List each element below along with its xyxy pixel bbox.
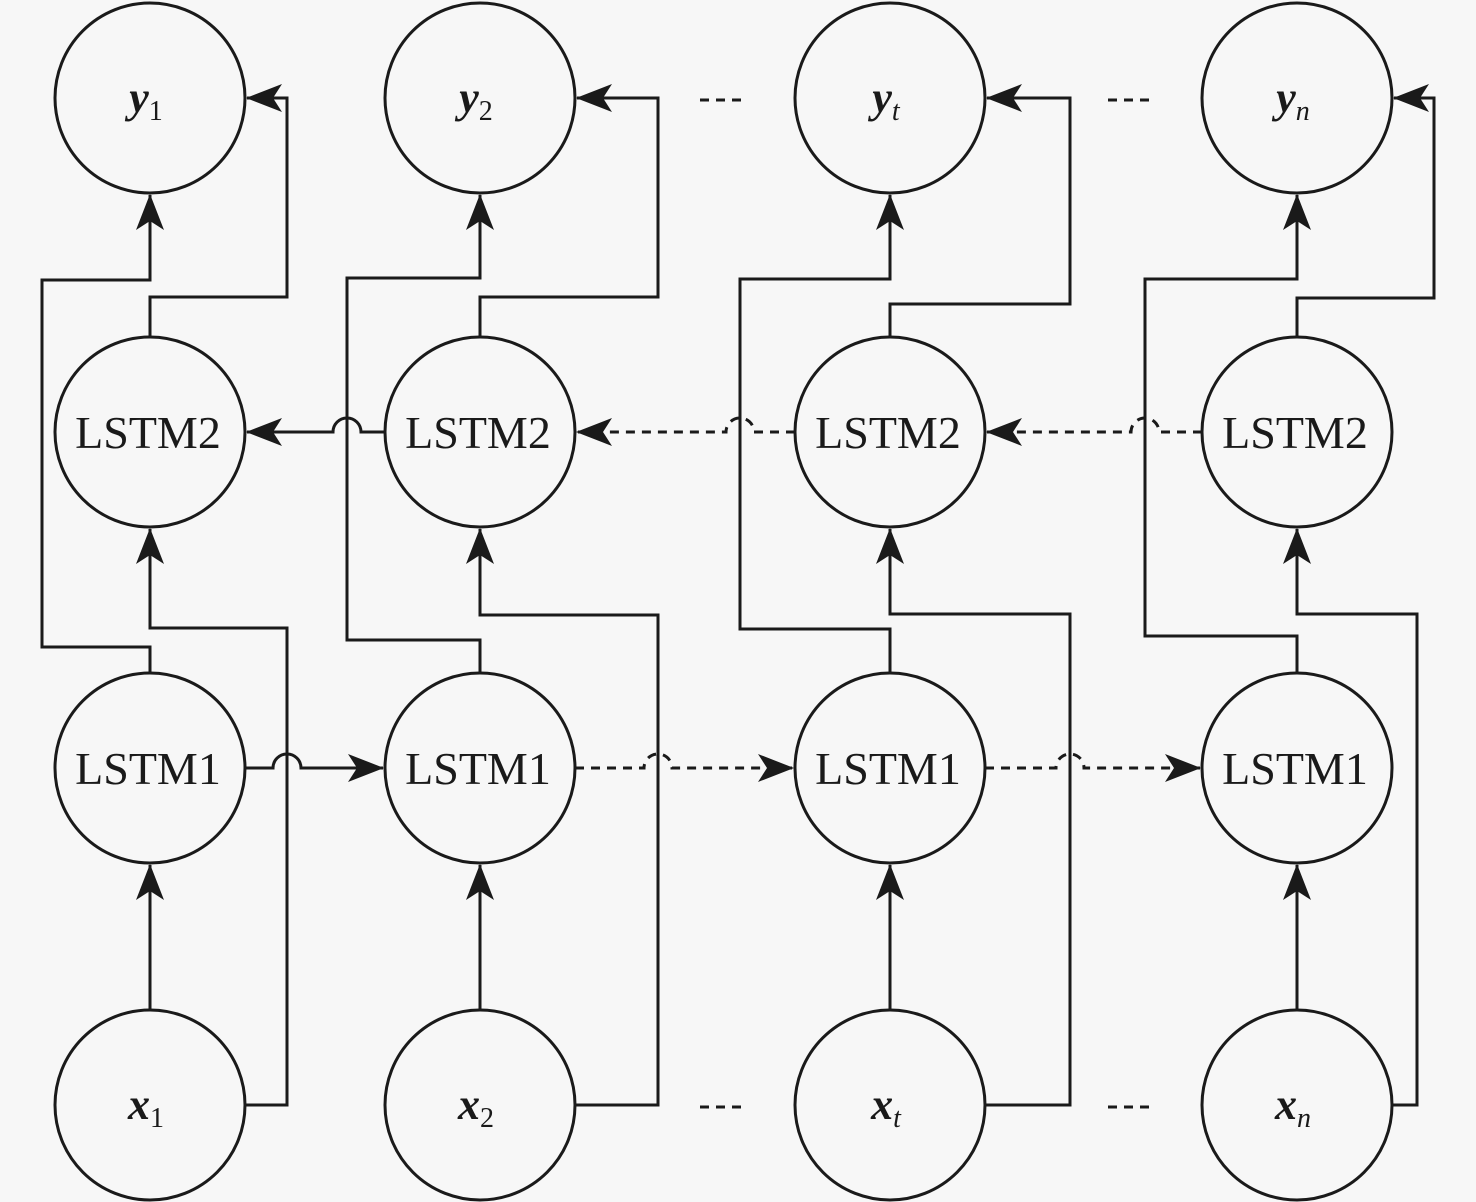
edges — [40, 84, 1436, 1109]
lstm2-node-label: LSTM2 — [1222, 407, 1368, 458]
subscript: 2 — [479, 96, 493, 127]
variable: y — [1271, 73, 1296, 122]
lstm2-node-circle — [53, 335, 247, 529]
arrow-lstm1-to-output — [40, 194, 164, 673]
arrow-lstm2-to-output — [888, 84, 1072, 337]
arrow-lstm1-to-output — [345, 194, 494, 673]
output-node-label: y1 — [124, 73, 163, 127]
arrow-lstm1-forward — [985, 752, 1201, 782]
input-node-label: x2 — [457, 1080, 494, 1134]
lstm1-node-label: LSTM1 — [1222, 743, 1368, 794]
lstm2-node-label: LSTM2 — [405, 407, 551, 458]
arrow-lstm2-to-output — [148, 84, 289, 337]
arrow-lstm2-to-output — [1295, 84, 1436, 337]
lstm1-node-label: LSTM1 — [75, 743, 221, 794]
subscript: 1 — [149, 96, 163, 127]
arrow-lstm1-forward — [245, 752, 384, 782]
lstm1-node-circle — [793, 671, 987, 865]
arrow-lstm2-backward — [986, 416, 1202, 446]
lstm1-node-circle — [1200, 671, 1394, 865]
arrow-input-to-lstm2 — [136, 528, 289, 1107]
arrow-input-to-lstm2 — [876, 528, 1072, 1107]
lstm2-node-label: LSTM2 — [815, 407, 961, 458]
lstm2-node-label: LSTM2 — [75, 407, 221, 458]
arrow-lstm2-backward — [246, 416, 385, 446]
lstm1-node-label: LSTM1 — [405, 743, 551, 794]
variable: y — [454, 73, 479, 122]
variable: x — [1274, 1080, 1297, 1129]
input-node-label: x1 — [127, 1080, 164, 1134]
variable: y — [124, 73, 149, 122]
arrow-input-to-lstm2 — [1283, 528, 1419, 1107]
input-node-circle — [793, 1008, 987, 1202]
arrow-lstm1-to-output — [738, 194, 904, 673]
subscript: t — [893, 1103, 902, 1134]
input-node-circle — [53, 1008, 247, 1202]
subscript: 1 — [150, 1103, 164, 1134]
input-node-circle — [383, 1008, 577, 1202]
output-node-circle — [793, 1, 987, 195]
variable: x — [870, 1080, 893, 1129]
output-node-circle — [383, 1, 577, 195]
output-node-label: yt — [867, 73, 901, 127]
output-node-circle — [1200, 1, 1394, 195]
nodes: y1LSTM2LSTM1x1y2LSTM2LSTM1x2ytLSTM2LSTM1… — [53, 1, 1394, 1202]
lstm2-node-circle — [383, 335, 577, 529]
output-node-label: yn — [1271, 73, 1310, 127]
input-node-label: xt — [870, 1080, 902, 1134]
arrow-lstm1-to-output — [1143, 194, 1311, 673]
variable: x — [457, 1080, 480, 1129]
input-node-circle — [1200, 1008, 1394, 1202]
lstm2-node-circle — [1200, 335, 1394, 529]
output-node-circle — [53, 1, 247, 195]
subscript: n — [1297, 1103, 1311, 1134]
lstm1-node-circle — [53, 671, 247, 865]
subscript: t — [892, 96, 901, 127]
arrow-lstm2-to-output — [478, 84, 660, 337]
arrow-input-to-lstm2 — [466, 528, 660, 1107]
variable: x — [127, 1080, 150, 1129]
arrow-lstm2-backward — [576, 416, 795, 446]
lstm1-node-label: LSTM1 — [815, 743, 961, 794]
subscript: 2 — [480, 1103, 494, 1134]
input-node-label: xn — [1274, 1080, 1311, 1134]
subscript: n — [1296, 96, 1310, 127]
arrow-lstm1-forward — [575, 752, 794, 782]
variable: y — [867, 73, 892, 122]
lstm2-node-circle — [793, 335, 987, 529]
output-node-label: y2 — [454, 73, 493, 127]
lstm1-node-circle — [383, 671, 577, 865]
